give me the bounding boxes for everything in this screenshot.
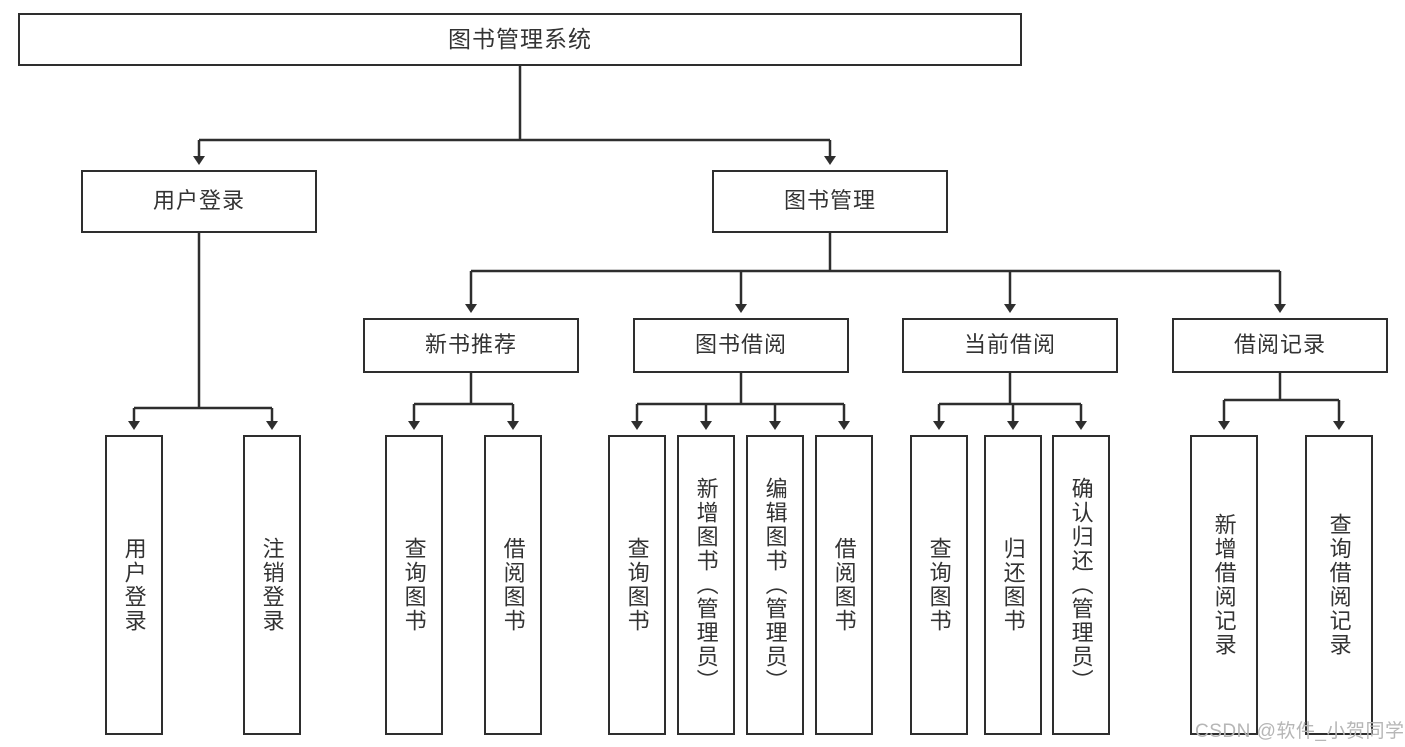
node-borrow-record-label: 借阅记录 <box>1233 332 1326 358</box>
leaf-return-book-label: 归还图书 <box>1000 537 1026 633</box>
leaf-query-book-current[interactable]: 查询图书 <box>910 435 968 735</box>
leaf-return-book[interactable]: 归还图书 <box>984 435 1042 735</box>
node-book-borrow[interactable]: 图书借阅 <box>633 318 849 373</box>
csdn-watermark: CSDN @软件_小贺同学 <box>1195 721 1405 742</box>
node-book-management-label: 图书管理 <box>783 188 876 214</box>
leaf-edit-book-admin-label: 编辑图书（管理员） <box>762 477 788 693</box>
leaf-borrow-book-label: 借阅图书 <box>831 537 857 633</box>
leaf-query-book-newbook-label: 查询图书 <box>401 537 427 633</box>
leaf-edit-book-admin[interactable]: 编辑图书（管理员） <box>746 435 804 735</box>
leaf-query-borrow-record-label: 查询借阅记录 <box>1326 513 1352 657</box>
node-current-borrow-label: 当前借阅 <box>963 332 1056 358</box>
leaf-logout-label: 注销登录 <box>259 537 285 633</box>
leaf-add-book-admin[interactable]: 新增图书（管理员） <box>677 435 735 735</box>
leaf-add-borrow-record[interactable]: 新增借阅记录 <box>1190 435 1258 735</box>
node-user-login[interactable]: 用户登录 <box>81 170 317 233</box>
leaf-confirm-return-admin-label: 确认归还（管理员） <box>1068 477 1094 693</box>
leaf-add-borrow-record-label: 新增借阅记录 <box>1211 513 1237 657</box>
leaf-user-login-label: 用户登录 <box>121 537 147 633</box>
leaf-query-book-borrow[interactable]: 查询图书 <box>608 435 666 735</box>
leaf-query-borrow-record[interactable]: 查询借阅记录 <box>1305 435 1373 735</box>
node-new-book-recommend[interactable]: 新书推荐 <box>363 318 579 373</box>
leaf-add-book-admin-label: 新增图书（管理员） <box>693 477 719 693</box>
leaf-borrow-book-newbook[interactable]: 借阅图书 <box>484 435 542 735</box>
leaf-borrow-book[interactable]: 借阅图书 <box>815 435 873 735</box>
node-user-login-label: 用户登录 <box>152 188 245 214</box>
leaf-user-login[interactable]: 用户登录 <box>105 435 163 735</box>
leaf-borrow-book-newbook-label: 借阅图书 <box>500 537 526 633</box>
leaf-query-book-current-label: 查询图书 <box>926 537 952 633</box>
node-borrow-record[interactable]: 借阅记录 <box>1172 318 1388 373</box>
node-root-system[interactable]: 图书管理系统 <box>18 13 1022 66</box>
node-current-borrow[interactable]: 当前借阅 <box>902 318 1118 373</box>
leaf-query-book-borrow-label: 查询图书 <box>624 537 650 633</box>
node-book-management[interactable]: 图书管理 <box>712 170 948 233</box>
node-book-borrow-label: 图书借阅 <box>694 332 787 358</box>
leaf-logout[interactable]: 注销登录 <box>243 435 301 735</box>
node-new-book-recommend-label: 新书推荐 <box>424 332 517 358</box>
leaf-query-book-newbook[interactable]: 查询图书 <box>385 435 443 735</box>
node-root-label: 图书管理系统 <box>448 25 592 52</box>
leaf-confirm-return-admin[interactable]: 确认归还（管理员） <box>1052 435 1110 735</box>
